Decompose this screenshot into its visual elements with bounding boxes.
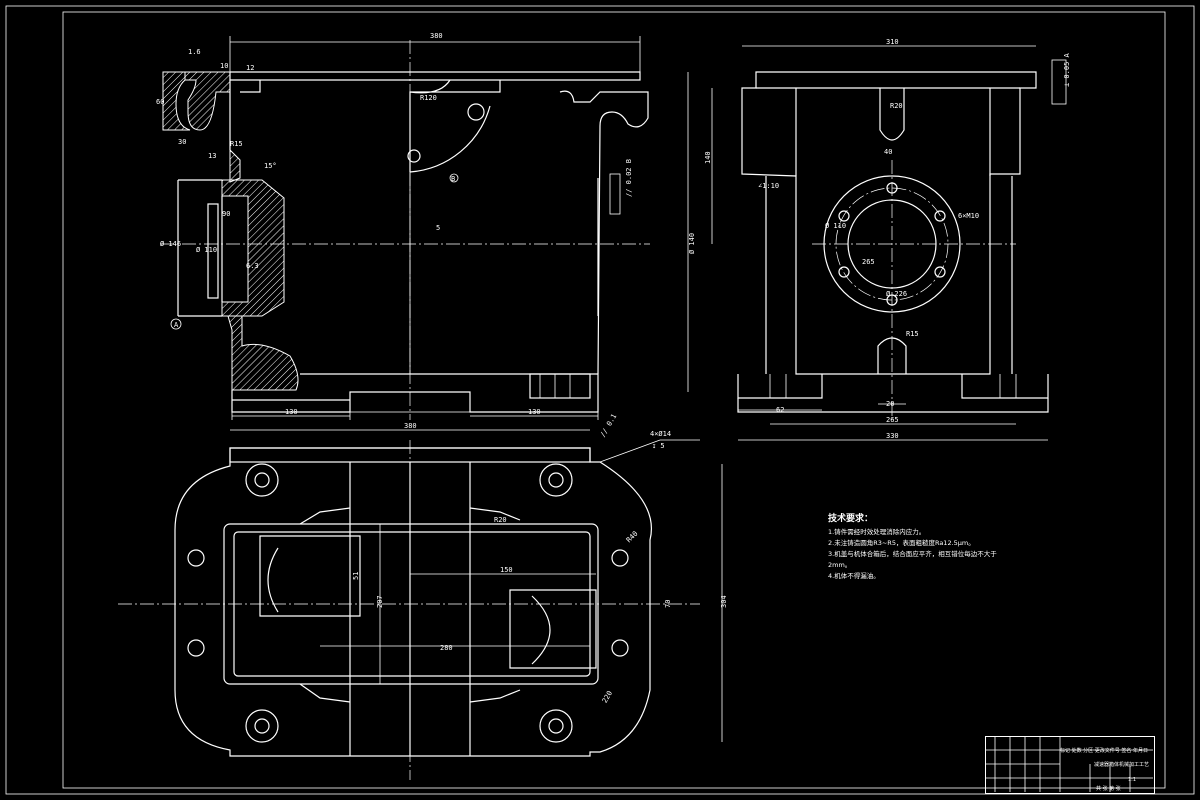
dim-380: 380 [430,32,443,40]
top-view: 380 304 207 150 280 51 70 220 [118,413,728,780]
side-w330: 330 [886,432,899,440]
dim-d110: Ø 110 [196,246,217,254]
tech-item-2: 2.未注铸造圆角R3~R5，表面粗糙度Ra12.5μm。 [828,539,975,547]
top-d207: 207 [376,595,384,608]
title-block-footer: 共 张 第 张 [1096,786,1121,792]
top-r40: R40 [625,530,640,545]
side-w20: 20 [886,400,894,408]
side-r20: R20 [890,102,903,110]
tech-item-3: 3.机盖与机体合箱后，结合面应平齐，相互错位每边不大于 [828,550,997,558]
top-d70: 70 [664,600,672,608]
side-w265: 265 [886,416,899,424]
dim-r120: R120 [420,94,437,102]
datum-a: A [174,321,179,329]
dim-30: 30 [178,138,186,146]
side-w62: 62 [776,406,784,414]
technical-requirements: 技术要求： 1.铸件需经时效处理消除内应力。 2.未注铸造圆角R3~R5，表面粗… [828,514,997,582]
side-overall-height: Ø 140 [688,233,696,254]
title-block-scale: 1:1 [1128,777,1137,783]
top-r20: R20 [494,516,507,524]
top-width-380: 380 [404,422,417,430]
roughness-1-6: 1.6 [188,48,201,56]
roughness-6-3: 6.3 [246,262,259,270]
tech-item-4: 4.机体不得漏油。 [828,572,880,580]
side-d226: Ø 226 [886,290,907,298]
top-d220: 220 [601,690,614,705]
side-view: 310 ⊥ 0.05 A 140 Ø 140 ∠1:10 6×M10 R20 Ø… [687,38,1071,441]
dim-d146: Ø 146 [160,240,181,248]
dim-12: 12 [246,64,254,72]
dim-15deg: 15° [264,162,277,170]
side-r15: R15 [906,330,919,338]
title-block-grid [985,736,1153,792]
sheet-outer-frame [5,5,1195,795]
b-mark: B [451,175,455,183]
side-d110: Ø 110 [825,222,846,230]
top-holes-depth: ↧ 5 [652,442,665,450]
side-tolerance: ⊥ 0.05 A [1063,52,1071,87]
top-d304: 304 [720,595,728,608]
sheet-inner-frame [62,11,1166,789]
top-d51: 51 [352,572,360,580]
top-flatness: // 0.1 [599,413,619,439]
title-block-name: 减速器箱体机械加工工艺 [1094,762,1150,768]
side-height-140: 140 [704,151,712,164]
dim-60: 60 [156,98,164,106]
dim-5: 5 [436,224,440,232]
tech-item-1: 1.铸件需经时效处理消除内应力。 [828,528,926,536]
side-angle: ∠1:10 [758,182,779,190]
tolerance-box-side [1051,59,1067,105]
dim-130-left: 130 [285,408,298,416]
dim-13: 13 [208,152,216,160]
dim-r15: R15 [230,140,243,148]
top-d280: 280 [440,644,453,652]
side-w40: 40 [884,148,892,156]
datum-a-marker [170,318,182,330]
tech-heading: 技术要求： [828,514,874,524]
side-265: 265 [862,258,875,266]
top-d150: 150 [500,566,513,574]
side-top-width: 310 [886,38,899,46]
side-bolt-holes: 6×M10 [958,212,979,220]
title-block-code: 标记 处数 分区 更改文件号 签名 年月日 [1060,748,1148,754]
dim-130-right: 130 [528,408,541,416]
top-holes: 4×Ø14 [650,430,671,438]
tech-item-3b: 2mm。 [828,561,852,569]
front-view: 380 13 [156,32,650,420]
title-block: 标记 处数 分区 更改文件号 签名 年月日 减速器箱体机械加工工艺 1:1 共 … [985,736,1155,794]
dim-90: 90 [222,210,230,218]
tolerance-box-front [609,173,621,215]
dim-10: 10 [220,62,228,70]
tolerance-front: // 0.02 B [625,159,633,197]
